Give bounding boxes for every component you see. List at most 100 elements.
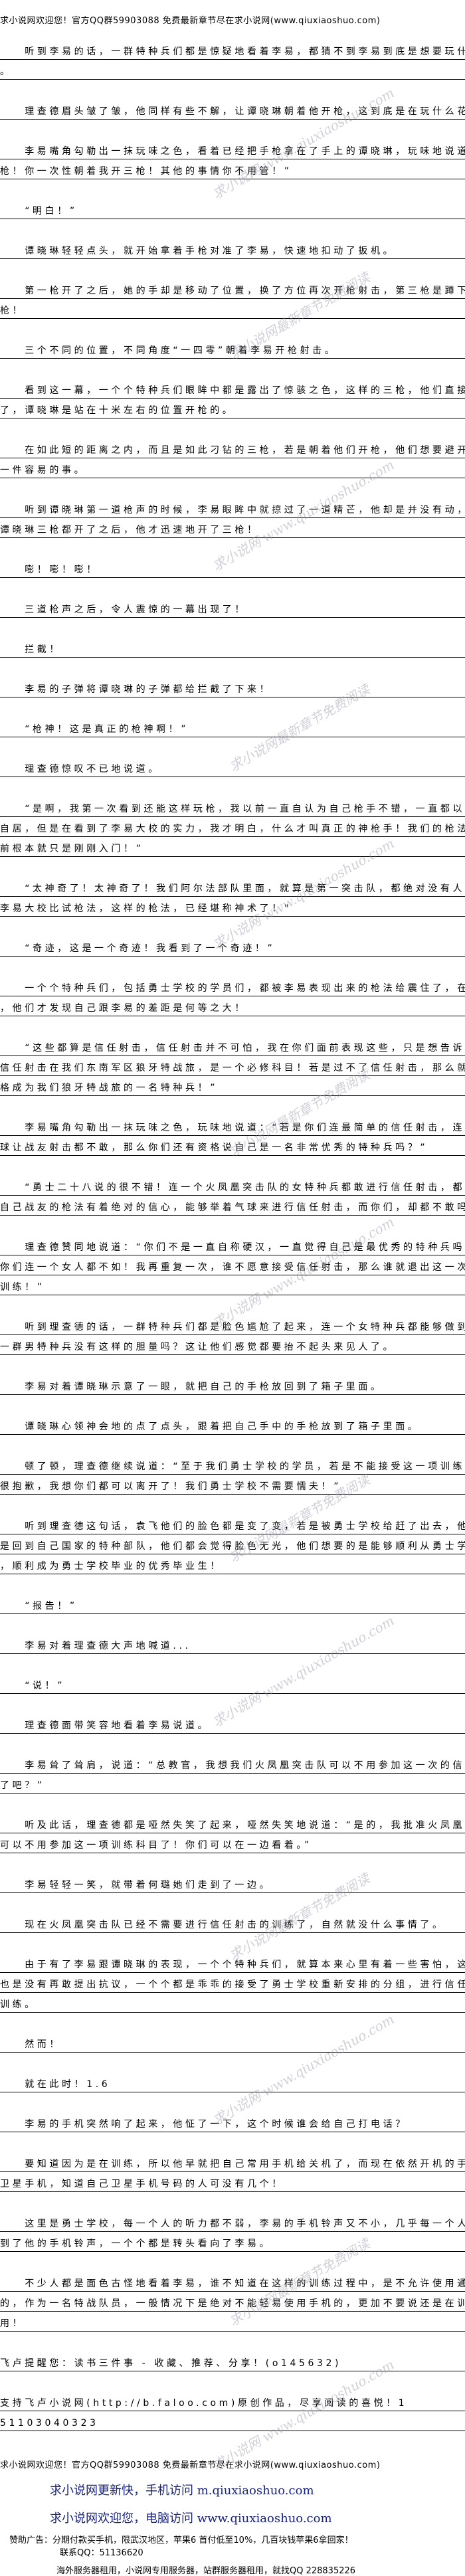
text-line: 球让战友射击都不敢，那么你们还有资格说自己是一名非常优秀的特种兵吗？” [0,1136,465,1156]
paragraph: 李易嘴角勾勒出一抹玩味之色，玩味地说道：“若是你们连最简单的信任射击，连拿着气球… [0,1116,465,1156]
paragraph: 李易耸了耸肩，说道：“总教官，我想我们火凤凰突击队可以不用参加这一次的信任射击了… [0,1754,465,1794]
text-line: 李易大校比试枪法，这样的枪法，已经堪称神术了！” [0,897,465,917]
text-line: 理查德面带笑容地看着李易说道。 [0,1714,465,1734]
text-line: “明白！” [0,199,465,219]
paragraph: 听到李易的话，一群特种兵们都是惊疑地看着李易，都猜不到李易到底是想要玩什么花样。 [0,40,465,80]
text-line: 李易对着谭晓琳示意了一眼，就把自己的手枪放回到了箱子里面。 [0,1375,465,1395]
text-line: 顿了顿，理查德继续说道：“至于我们勇士学校的学员，若是不能接受这一项训练，那么 [0,1455,465,1475]
paragraph: “枪神！这是真正的枪神啊！” [0,717,465,737]
paragraph: 听及此话，理查德都是哑然失笑了起来，哑然失笑地说道：“是的，我批准火凤凰突击队可… [0,1813,465,1853]
text-line: 到了他的手机铃声，一个个都是转头看向了李易。 [0,2232,465,2252]
paragraph: 三道枪声之后，令人震惊的一幕出现了！ [0,598,465,618]
text-line: 三道枪声之后，令人震惊的一幕出现了！ [0,598,465,618]
text-line: 听到理查德的话，一群特种兵们都是脸色尴尬了起来，连一个女特种兵都能够做到，他们 [0,1315,465,1335]
text-line: 李易嘴角勾勒出一抹玩味之色，玩味地说道：“若是你们连最简单的信任射击，连拿着气 [0,1116,465,1136]
text-line: ，顺利成为勇士学校毕业的优秀毕业生！ [0,1554,465,1574]
text-line: 一件容易的事。 [0,458,465,478]
paragraph: 看到这一幕，一个个特种兵们眼眸中都是露出了惊骇之色，这样的三枪，他们直接就看懵了… [0,379,465,418]
text-line: 信任射击在我们东南军区狼牙特战旅，是一个必修科目！若是过不了信任射击，那么就没有… [0,1056,465,1076]
paragraph: 现在火凤凰突击队已经不需要进行信任射击的训练了，自然就没什么事情了。 [0,1913,465,1933]
text-line: 理查德眉头皱了皱，他同样有些不解，让谭晓琳朝着他开枪，这到底是在玩什么花样？ [0,100,465,120]
text-line: 由于有了李易跟谭晓琳的表现，一个个特种兵们，就算本来心里有着一些害怕，这个时候 [0,1953,465,1973]
paragraph: 要知道因为是在训练，所以他早就把自己常用手机给关机了，而现在依然开机的手机却是卫… [0,2152,465,2192]
text-line: 嘭！嘭！嘭！ [0,558,465,578]
text-line: 谭晓琳三枪都开了之后，他才迅速地开了三枪！ [0,518,465,538]
text-line: 拦截！ [0,638,465,658]
text-line: 这里是勇士学校，每一个人的听力都不弱，李易的手机铃声又不小，几乎每一个人都是听 [0,2212,465,2232]
text-line: “报告！” [0,1594,465,1614]
text-line: 三个不同的位置，不同角度“一四零”朝着李易开枪射击。 [0,339,465,359]
paragraph: 在如此短的距离之内，而且是如此刁钻的三枪，若是朝着他们开枪，他们想要避开都不是一… [0,438,465,478]
paragraph: 拦截！ [0,638,465,658]
text-line: 飞卢提醒您：读书三件事 - 收藏、推荐、分享！(o145632) [0,2351,465,2371]
text-line: 一个个特种兵们，包括勇士学校的学员们，都被李易表现出来的枪法给震住了，在这一刻 [0,976,465,996]
text-line: 枪！你一次性朝着我开三枪！其他的事情你不用管！” [0,159,465,179]
paragraph: 三个不同的位置，不同角度“一四零”朝着李易开枪射击。 [0,339,465,359]
footer-welcome-banner: 求小说网欢迎您！官方QQ群59903088 免费最新章节尽在求小说网(www.q… [0,2460,381,2470]
paragraph: “报告！” [0,1594,465,1614]
text-line: “是啊，我第一次看到还能这样玩枪，我以前一直自认为自己枪手不错，一直都以神枪手 [0,797,465,817]
text-line: 然而！ [0,2033,465,2053]
text-line: ，他们才发现自己跟李易的差距是何等之大！ [0,996,465,1016]
paragraph: 顿了顿，理查德继续说道：“至于我们勇士学校的学员，若是不能接受这一项训练，那么很… [0,1455,465,1495]
paragraph: 理查德赞同地说道：“你们不是一直自称硬汉，一直觉得自己是最优秀的特种兵吗？我看你… [0,1236,465,1295]
text-line: 51103040323 [0,2411,465,2431]
text-line: 谭晓琳轻轻点头，就开始拿着手枪对准了李易，快速地扣动了扳机。 [0,239,465,259]
text-line: 李易对着理查德大声地喊道... [0,1634,465,1654]
text-line: 很抱歉，我想你们都可以离开了！我们勇士学校不需要懦夫！” [0,1475,465,1495]
paragraph: “太神奇了！太神奇了！我们阿尔法部队里面，就算是第一突击队，都绝对没有人能够跟李… [0,877,465,917]
text-line: 听到谭晓琳第一道枪声的时候，李易眼眸中就掠过了一道精芒，他却是并没有动，而是在 [0,498,465,518]
text-line: 现在火凤凰突击队已经不需要进行信任射击的训练了，自然就没什么事情了。 [0,1913,465,1933]
text-line: “太神奇了！太神奇了！我们阿尔法部队里面，就算是第一突击队，都绝对没有人能够跟 [0,877,465,897]
mobile-access-link[interactable]: 求小说网更新快，手机访问 m.qiuxiaoshuo.com [50,2484,314,2498]
text-line: “枪神！这是真正的枪神啊！” [0,717,465,737]
paragraph: 谭晓琳轻轻点头，就开始拿着手枪对准了李易，快速地扣动了扳机。 [0,239,465,259]
text-line: 卫星手机，知道自己卫星手机号码的人可没有几个！ [0,2172,465,2192]
paragraph: 飞卢提醒您：读书三件事 - 收藏、推荐、分享！(o145632) [0,2351,465,2371]
text-line: 的，作为一名特战队员，一般情况下是绝对不能轻易使用手机的，更加不要说还是在训练中… [0,2292,465,2312]
desktop-access-link[interactable]: 求小说网欢迎您，电脑访问 www.qiuxiaoshuo.com [50,2512,332,2526]
text-line: 听到李易的话，一群特种兵们都是惊疑地看着李易，都猜不到李易到底是想要玩什么花样 [0,40,465,60]
text-line: “勇士二十八说的很不错！连一个火凤凰突击队的女特种兵都敢进行信任射击，都能够对 [0,1176,465,1196]
text-line: 一群男特种兵没有这样的胆量吗？这让他们感觉都要抬不起头来见人了。 [0,1335,465,1355]
text-line: 。 [0,60,465,80]
text-line: “这些都算是信任射击，信任射击并不可怕，我在你们面前表现这些，只是想告诉你们！ [0,1036,465,1056]
paragraph: 然而！ [0,2033,465,2053]
paragraph: 听到理查德的话，一群特种兵们都是脸色尴尬了起来，连一个女特种兵都能够做到，他们一… [0,1315,465,1355]
paragraph: 李易的手机突然响了起来，他怔了一下，这个时候谁会给自己打电话？ [0,2112,465,2132]
paragraph: “说！” [0,1674,465,1694]
text-line: 支持飞卢小说网(http://b.faloo.com)原创作品，尽享阅读的喜悦！… [0,2391,465,2411]
paragraph: 由于有了李易跟谭晓琳的表现，一个个特种兵们，就算本来心里有着一些害怕，这个时候也… [0,1953,465,2013]
paragraph: 听到理查德这句话，袁飞他们的脸色都是变了变，若是被勇士学校给赶了出去，他们就算是… [0,1515,465,1574]
sponsor-ad-server: 海外服务器租用，小说网专用服务器，站群服务器租用，就找QQ 228835226 [56,2566,356,2576]
page-footer: 求小说网欢迎您！官方QQ群59903088 免费最新章节尽在求小说网(www.q… [0,2458,465,2576]
paragraph: “这些都算是信任射击，信任射击并不可怕，我在你们面前表现这些，只是想告诉你们！信… [0,1036,465,1096]
paragraph: “勇士二十八说的很不错！连一个火凤凰突击队的女特种兵都敢进行信任射击，都能够对自… [0,1176,465,1216]
text-line: 第一枪开了之后，她的手却是移动了位置，换了方位再次开枪射击，第三枪是蹲下来开的 [0,279,465,299]
paragraph: 李易对着谭晓琳示意了一眼，就把自己的手枪放回到了箱子里面。 [0,1375,465,1395]
paragraph: 李易的子弹将谭晓琳的子弹都给拦截了下来！ [0,678,465,697]
paragraph: 理查德面带笑容地看着李易说道。 [0,1714,465,1734]
text-line: “说！” [0,1674,465,1694]
text-line: 理查德惊叹不已地说道。 [0,757,465,777]
text-line: 听到理查德这句话，袁飞他们的脸色都是变了变，若是被勇士学校给赶了出去，他们就算 [0,1515,465,1534]
paragraph: “明白！” [0,199,465,219]
text-line: 要知道因为是在训练，所以他早就把自己常用手机给关机了，而现在依然开机的手机却是 [0,2152,465,2172]
paragraph: 支持飞卢小说网(http://b.faloo.com)原创作品，尽享阅读的喜悦！… [0,2391,465,2431]
paragraph: 听到谭晓琳第一道枪声的时候，李易眼眸中就掠过了一道精芒，他却是并没有动，而是在谭… [0,498,465,538]
paragraph: 一个个特种兵们，包括勇士学校的学员们，都被李易表现出来的枪法给震住了，在这一刻，… [0,976,465,1016]
paragraph: 嘭！嘭！嘭！ [0,558,465,578]
text-line: 谭晓琳心领神会地的点了点头，跟着把自己手中的手枪放到了箱子里面。 [0,1415,465,1435]
paragraph: “是啊，我第一次看到还能这样玩枪，我以前一直自认为自己枪手不错，一直都以神枪手自… [0,797,465,857]
text-line: “奇迹，这是一个奇迹！我看到了一个奇迹！” [0,937,465,957]
text-line: 自己战友的枪法有着绝对的信心，能够举着气球来进行信任射击，而你们，却都不敢吗？” [0,1196,465,1216]
paragraph: 李易轻轻一笑，就带着何璐她们走到了一边。 [0,1873,465,1893]
text-line: 听及此话，理查德都是哑然失笑了起来，哑然失笑地说道：“是的，我批准火凤凰突击队 [0,1813,465,1833]
paragraph: 理查德眉头皱了皱，他同样有些不解，让谭晓琳朝着他开枪，这到底是在玩什么花样？ [0,100,465,120]
text-line: 李易的手机突然响了起来，他怔了一下，这个时候谁会给自己打电话？ [0,2112,465,2132]
sponsor-ad-contact: 联系QQ：51136620 [60,2548,143,2558]
text-line: 理查德赞同地说道：“你们不是一直自称硬汉，一直觉得自己是最优秀的特种兵吗？我看 [0,1236,465,1255]
paragraph: 第一枪开了之后，她的手却是移动了位置，换了方位再次开枪射击，第三枪是蹲下来开的枪… [0,279,465,319]
text-line: 训练！” [0,1275,465,1295]
text-line: 了吧？” [0,1774,465,1794]
